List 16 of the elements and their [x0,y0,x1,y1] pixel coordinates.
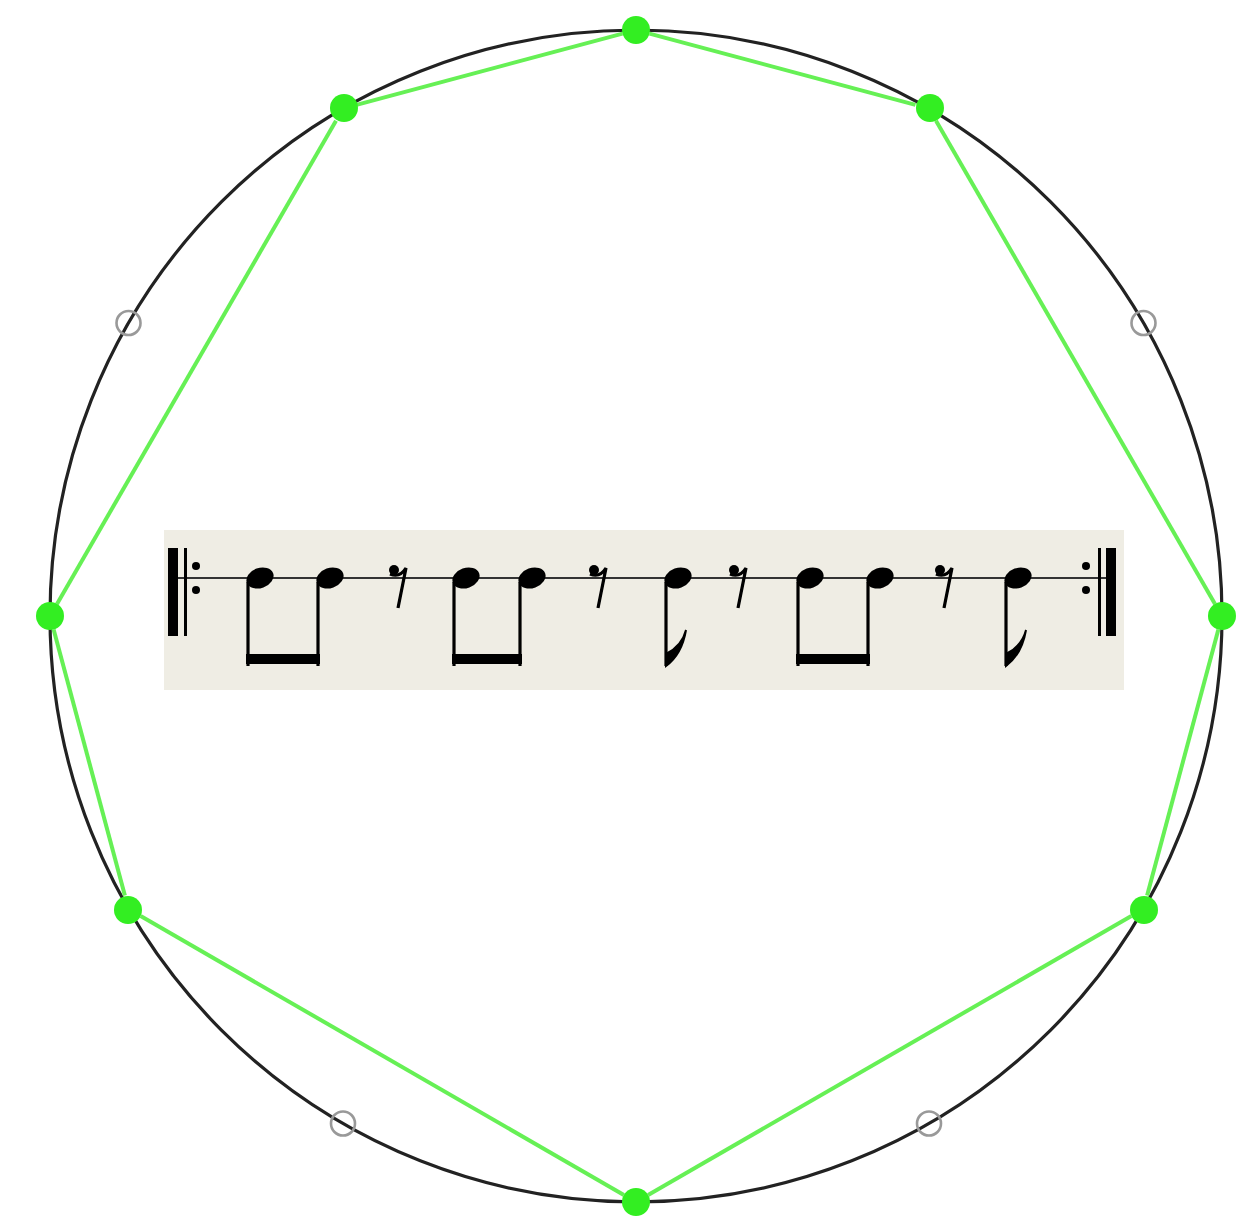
polygon-edge [1145,629,1221,896]
polygon-edge [934,119,1217,605]
beat-dot [36,602,64,630]
beat-dot [622,16,650,44]
beat-dot [1208,602,1236,630]
polygon-edge [647,914,1133,1197]
beat-dot [915,94,943,123]
beat-dot [622,1188,650,1216]
polygon-edge [55,119,338,605]
polygon-edge [139,914,625,1197]
beat-dot [1129,895,1158,923]
beat-dot [329,94,357,123]
beat-dot [114,895,143,923]
polygon-edge [649,31,916,107]
polygon-edge [51,629,127,896]
polygon-edge [356,31,623,107]
